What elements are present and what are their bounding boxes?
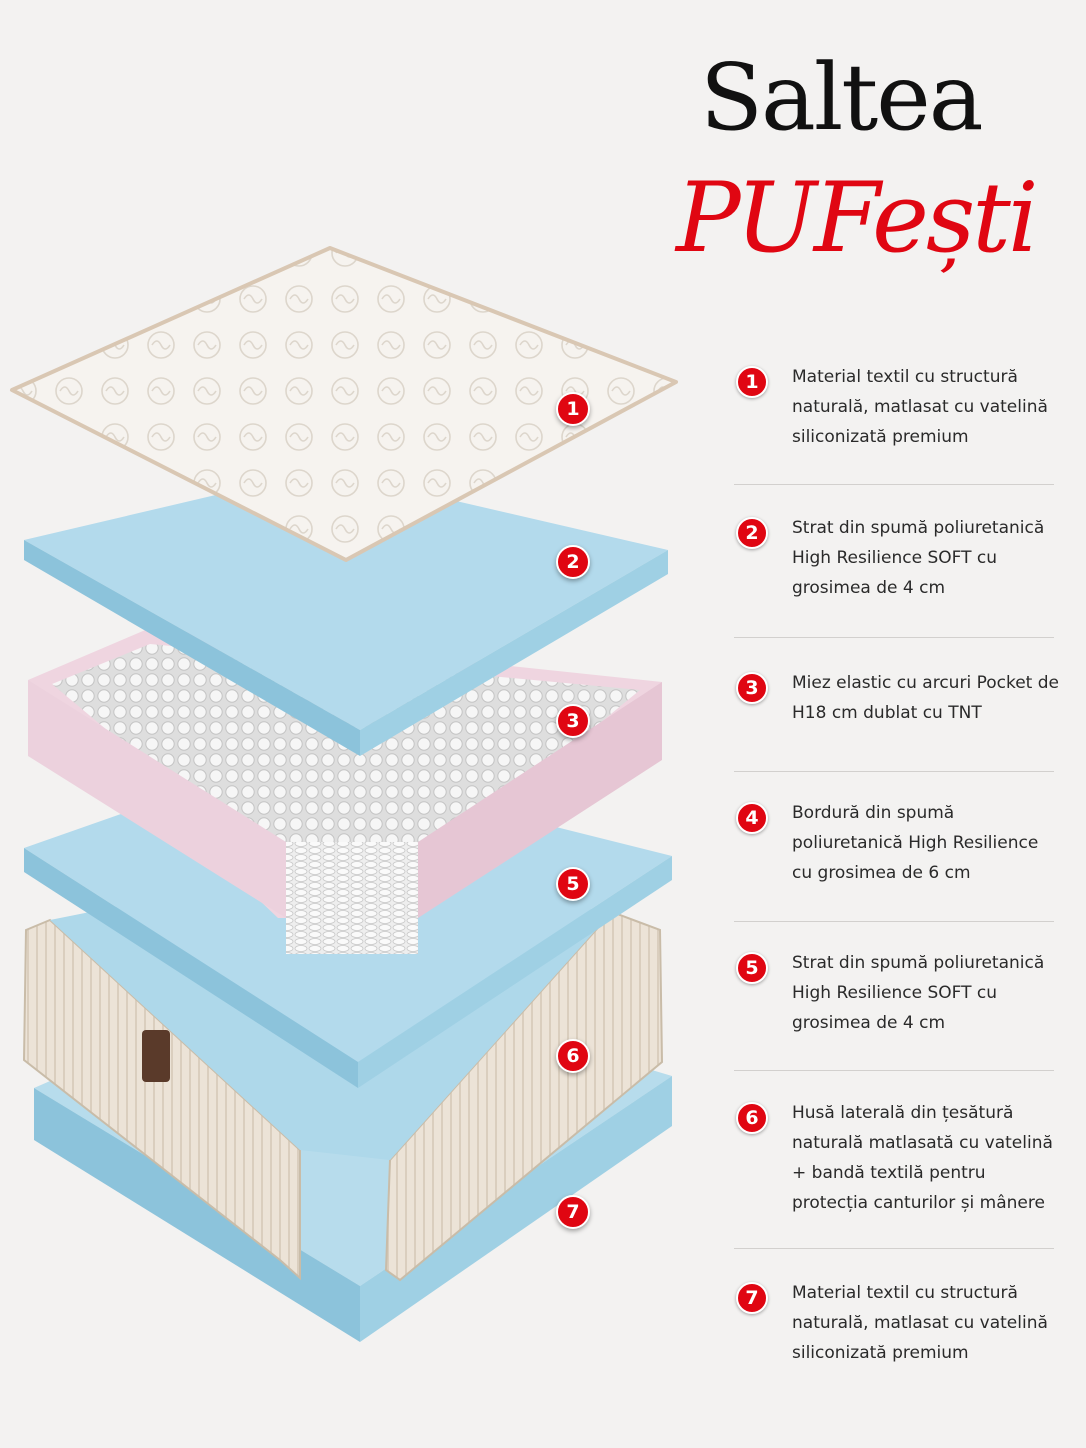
legend-divider <box>734 1248 1054 1249</box>
legend-divider <box>734 921 1054 922</box>
diagram-badge-2: 2 <box>556 545 590 579</box>
legend-divider <box>734 771 1054 772</box>
legend-badge: 6 <box>736 1102 768 1134</box>
layer-1-quilted-top <box>10 246 678 562</box>
legend-badge: 4 <box>736 802 768 834</box>
legend-description: Strat din spumă poliuretanică High Resil… <box>792 518 1045 598</box>
diagram-badge-3: 3 <box>556 704 590 738</box>
layer-3-4-spring-core <box>28 628 662 954</box>
legend-badge: 5 <box>736 952 768 984</box>
legend-badge: 3 <box>736 672 768 704</box>
legend-divider <box>734 637 1054 638</box>
diagram-badge-1: 1 <box>556 392 590 426</box>
diagram-badge-6: 6 <box>556 1039 590 1073</box>
legend-divider <box>734 1070 1054 1071</box>
legend-description: Material textil cu structură naturală, m… <box>792 1283 1048 1363</box>
legend-badge: 7 <box>736 1282 768 1314</box>
diagram-badge-7: 7 <box>556 1195 590 1229</box>
diagram-badge-5: 5 <box>556 867 590 901</box>
layer-2-upper-foam <box>24 470 668 756</box>
legend-description: Material textil cu structură naturală, m… <box>792 367 1048 447</box>
legend-description: Miez elastic cu arcuri Pocket de H18 cm … <box>792 673 1059 723</box>
legend-description: Strat din spumă poliuretanică High Resil… <box>792 953 1045 1033</box>
mattress-diagram <box>10 246 678 1342</box>
legend-badge: 1 <box>736 366 768 398</box>
brand-label <box>142 1030 170 1082</box>
legend-description: Husă laterală din țesătură naturală matl… <box>792 1103 1053 1213</box>
legend-divider <box>734 484 1054 485</box>
title-line-1: Saltea <box>700 44 984 151</box>
legend-description: Bordură din spumă poliuretanică High Res… <box>792 803 1039 883</box>
title-line-2: PUFești <box>676 162 1039 274</box>
legend-badge: 2 <box>736 517 768 549</box>
